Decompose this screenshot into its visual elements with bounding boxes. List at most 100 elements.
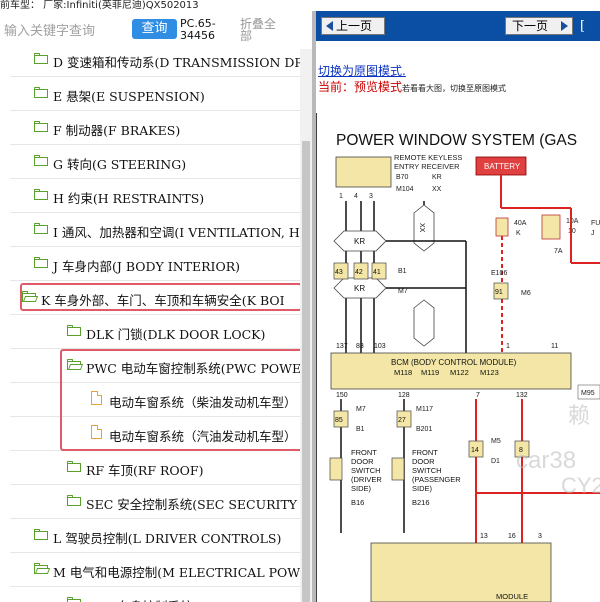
conn-m5: M5 xyxy=(491,438,501,445)
tree-item[interactable]: J 车身内部(J BODY INTERIOR) xyxy=(0,247,300,281)
pin-128: 128 xyxy=(398,392,410,399)
next-page-button[interactable]: 下一页 xyxy=(505,17,573,35)
conn-m7-2: M7 xyxy=(356,406,366,413)
model-code-line2: 34456 xyxy=(180,29,215,42)
tree-row-divider xyxy=(10,314,300,315)
pin-103: 103 xyxy=(374,343,386,350)
tree-row-divider xyxy=(10,348,300,349)
folder-icon xyxy=(34,223,48,234)
pin-42: 42 xyxy=(355,269,363,276)
driver-switch-line4: (DRIVER xyxy=(351,475,382,484)
driver-switch-line2: DOOR xyxy=(351,457,374,466)
tree-item-label: M 电气和电源控制(M ELECTRICAL POWE xyxy=(53,565,300,580)
pane-divider[interactable] xyxy=(312,11,316,602)
folder-open-icon xyxy=(22,291,39,302)
pin-box-41 xyxy=(371,262,387,280)
category-tree: BCS 车身控制系统(BCS BODY CONT M 电气和电源控制(M ELEC… xyxy=(0,49,300,602)
pin-41: 41 xyxy=(373,269,381,276)
pin-box-91 xyxy=(493,282,509,300)
conn-b201: B201 xyxy=(416,426,432,433)
tree-item-label: RF 车顶(RF ROOF) xyxy=(86,463,204,478)
watermark-cy2: CY2 xyxy=(561,473,600,498)
tree-row-divider xyxy=(10,246,300,247)
folder-icon xyxy=(34,155,48,166)
conn-kr-1: KR xyxy=(432,174,442,181)
search-input[interactable] xyxy=(4,21,122,41)
tree-item[interactable]: I 通风、加热器和空调(I VENTILATION, HE xyxy=(0,213,300,247)
tree-item[interactable]: D 变速箱和传动系(D TRANSMISSION DRIV xyxy=(0,49,300,77)
pin-7: 7 xyxy=(476,392,480,399)
fuse-40a xyxy=(495,217,509,237)
tree-item[interactable]: RF 车顶(RF ROOF) xyxy=(0,451,300,485)
tree-item[interactable]: SEC 安全控制系统(SEC SECURITY C xyxy=(0,485,300,519)
mode-name: 预览模式 xyxy=(354,80,403,94)
document-icon xyxy=(91,425,102,439)
pin-137: 137 xyxy=(336,343,348,350)
prev-page-button[interactable]: 上一页 xyxy=(321,17,385,35)
tree-scrollbar[interactable] xyxy=(300,49,312,602)
tree-item-label: L 驾驶员控制(L DRIVER CONTROLS) xyxy=(53,531,282,546)
document-icon xyxy=(91,391,102,405)
folder-icon xyxy=(34,529,48,540)
tree-item-label: E 悬架(E SUSPENSION) xyxy=(53,89,205,104)
pin-14: 14 xyxy=(471,447,479,454)
tree-item[interactable]: DLK 门锁(DLK DOOR LOCK) xyxy=(0,315,300,349)
watermark-char: 赖 xyxy=(568,403,590,428)
tree-item[interactable]: 电动车窗系统（柴油发动机车型） xyxy=(0,383,300,417)
tree-item[interactable]: F 制动器(F BRAKES) xyxy=(0,111,300,145)
tree-item-label: I 通风、加热器和空调(I VENTILATION, HE xyxy=(53,225,300,240)
bcm-m118: M118 xyxy=(394,368,412,377)
passenger-switch-line2: DOOR xyxy=(412,457,435,466)
module-box xyxy=(370,542,552,602)
pin-3: 3 xyxy=(369,193,373,200)
driver-switch-conn: B16 xyxy=(351,498,364,507)
highlight-frame-k xyxy=(20,283,300,311)
junction-kr-2-label: KR xyxy=(354,284,365,293)
top-status-bar: 前车型： 厂家:Infiniti(英菲尼迪)QX502013 xyxy=(0,0,600,11)
tree-row-divider xyxy=(10,178,300,179)
tree-item[interactable]: H 约束(H RESTRAINTS) xyxy=(0,179,300,213)
conn-b1: B1 xyxy=(398,268,407,275)
tree-item[interactable]: G 转向(G STEERING) xyxy=(0,145,300,179)
tree-item[interactable]: L 驾驶员控制(L DRIVER CONTROLS) xyxy=(0,519,300,553)
driver-door-switch-icon xyxy=(329,457,343,481)
switch-original-mode-link[interactable]: 切换为原图模式. xyxy=(318,64,406,78)
tree-item[interactable]: PWC 电动车窗控制系统(PWC POWER xyxy=(0,349,300,383)
junction-kr-1-label: KR xyxy=(354,237,365,246)
conn-m7: M7 xyxy=(398,288,408,295)
folder-icon xyxy=(67,325,81,336)
tree-item-label: 电动车窗系统（汽油发动机车型） xyxy=(109,429,297,444)
pin-box-8 xyxy=(514,440,530,458)
pin-1: 1 xyxy=(339,193,343,200)
conn-m95: M95 xyxy=(581,390,595,397)
arrow-right-icon xyxy=(561,21,568,31)
bcm-box xyxy=(330,352,572,390)
conn-xx-1: XX xyxy=(432,186,442,193)
tree-item-label: DLK 门锁(DLK DOOR LOCK) xyxy=(86,327,266,342)
pin-4: 4 xyxy=(354,193,358,200)
fuse-10a-amp: 10A xyxy=(566,218,579,225)
passenger-switch-conn: B216 xyxy=(412,498,430,507)
tree-row-divider xyxy=(10,382,300,383)
tree-item[interactable]: BCS 车身控制系统(BCS BODY CONT xyxy=(0,587,300,602)
bcm-m119: M119 xyxy=(421,368,439,377)
tree-item[interactable]: M 电气和电源控制(M ELECTRICAL POWE xyxy=(0,553,300,587)
junction-xx-1-label: XX xyxy=(418,223,425,233)
search-toolbar: 查询 PC.65- 34456 折叠全 部 xyxy=(0,11,312,49)
pin-85: 85 xyxy=(335,417,343,424)
vehicle-info: 前车型： 厂家:Infiniti(英菲尼迪)QX502013 xyxy=(0,0,199,11)
passenger-switch-line4: (PASSENGER xyxy=(412,475,461,484)
collapse-all-button[interactable]: 折叠全 部 xyxy=(240,18,292,42)
junction-xx-2 xyxy=(413,299,435,347)
tree-item[interactable]: K 车身外部、车门、车顶和车辆安全(K BOI xyxy=(0,281,300,315)
model-code: PC.65- 34456 xyxy=(180,18,232,42)
tree-item-label: SEC 安全控制系统(SEC SECURITY C xyxy=(86,497,300,512)
tree-item-label: G 转向(G STEERING) xyxy=(53,157,187,172)
pin-83: 83 xyxy=(356,343,364,350)
arrow-left-icon xyxy=(326,21,333,31)
tree-item[interactable]: E 悬架(E SUSPENSION) xyxy=(0,77,300,111)
pin-13-module: 13 xyxy=(480,533,488,540)
tree-scroll-thumb[interactable] xyxy=(302,141,310,602)
fuse-10a xyxy=(541,214,561,240)
search-button[interactable]: 查询 xyxy=(132,19,177,39)
